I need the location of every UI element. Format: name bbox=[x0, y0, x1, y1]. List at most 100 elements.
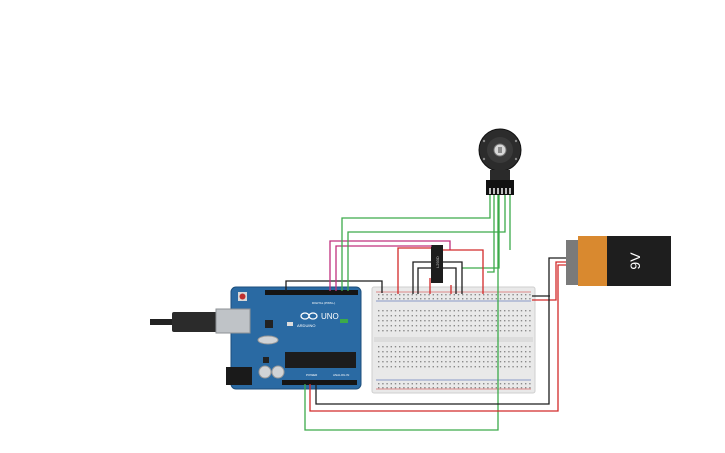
capacitor-1 bbox=[258, 365, 272, 379]
dc-motor[interactable] bbox=[478, 128, 522, 195]
breadboard-hole bbox=[453, 346, 455, 348]
breadboard-hole bbox=[525, 346, 527, 348]
breadboard-hole bbox=[428, 361, 430, 363]
breadboard-hole bbox=[516, 320, 518, 322]
breadboard-hole bbox=[495, 361, 497, 363]
breadboard-hole bbox=[516, 351, 518, 353]
breadboard-hole bbox=[525, 298, 527, 300]
breadboard-hole bbox=[512, 298, 514, 300]
breadboard-hole bbox=[520, 387, 523, 389]
breadboard-hole bbox=[474, 387, 476, 389]
breadboard-hole bbox=[508, 383, 510, 385]
battery-label: 9V bbox=[627, 252, 643, 270]
breadboard-hole bbox=[441, 351, 443, 353]
breadboard-hole bbox=[378, 310, 380, 312]
breadboard-hole bbox=[474, 310, 476, 312]
breadboard-hole bbox=[499, 361, 502, 363]
motor-driver-chip[interactable]: L293D bbox=[431, 245, 443, 283]
breadboard-hole bbox=[390, 310, 392, 312]
breadboard-hole bbox=[378, 320, 380, 322]
breadboard-hole bbox=[415, 315, 418, 317]
breadboard-hole bbox=[386, 330, 388, 332]
wires bbox=[285, 195, 566, 431]
usb-port bbox=[215, 308, 251, 334]
breadboard-hole bbox=[525, 310, 527, 312]
breadboard-hole bbox=[529, 320, 531, 322]
breadboard-hole bbox=[420, 325, 422, 327]
breadboard-hole bbox=[415, 346, 418, 348]
breadboard-hole bbox=[504, 361, 506, 363]
breadboard-hole bbox=[508, 294, 510, 296]
breadboard-hole bbox=[453, 366, 455, 368]
breadboard-hole bbox=[470, 366, 472, 368]
breadboard[interactable] bbox=[371, 286, 536, 394]
breadboard-hole bbox=[512, 315, 514, 317]
breadboard-hole bbox=[411, 315, 413, 317]
breadboard-hole bbox=[378, 325, 380, 327]
breadboard-hole bbox=[529, 366, 531, 368]
breadboard-hole bbox=[399, 330, 401, 332]
breadboard-hole bbox=[512, 383, 514, 385]
breadboard-hole bbox=[516, 346, 518, 348]
breadboard-hole bbox=[478, 351, 481, 353]
breadboard-hole bbox=[487, 315, 489, 317]
reset-button[interactable] bbox=[239, 293, 246, 300]
breadboard-hole bbox=[415, 361, 418, 363]
breadboard-hole bbox=[399, 325, 401, 327]
breadboard-hole bbox=[415, 351, 418, 353]
breadboard-hole bbox=[529, 383, 531, 385]
breadboard-hole bbox=[457, 330, 460, 332]
breadboard-hole bbox=[520, 330, 523, 332]
breadboard-hole bbox=[441, 310, 443, 312]
breadboard-hole bbox=[411, 356, 413, 358]
breadboard-hole bbox=[512, 346, 514, 348]
breadboard-hole bbox=[382, 330, 384, 332]
breadboard-hole bbox=[432, 387, 434, 389]
breadboard-hole bbox=[512, 310, 514, 312]
capacitor-2 bbox=[271, 365, 285, 379]
breadboard-hole bbox=[436, 361, 439, 363]
breadboard-hole bbox=[386, 294, 388, 296]
breadboard-hole bbox=[436, 346, 439, 348]
breadboard-hole bbox=[394, 383, 397, 385]
breadboard-hole bbox=[386, 346, 388, 348]
breadboard-hole bbox=[470, 310, 472, 312]
breadboard-hole bbox=[424, 330, 426, 332]
breadboard-hole bbox=[504, 298, 506, 300]
breadboard-hole bbox=[466, 310, 468, 312]
breadboard-hole bbox=[529, 356, 531, 358]
breadboard-hole bbox=[457, 325, 460, 327]
breadboard-hole bbox=[424, 310, 426, 312]
breadboard-hole bbox=[445, 387, 447, 389]
breadboard-hole bbox=[466, 356, 468, 358]
arduino-uno-board[interactable]: ARDUINO UNO DIGITAL (PWM~) POWER ANALOG … bbox=[150, 286, 362, 390]
arduino-logo bbox=[300, 312, 318, 320]
breadboard-hole bbox=[525, 383, 527, 385]
breadboard-hole bbox=[499, 320, 502, 322]
breadboard-hole bbox=[428, 325, 430, 327]
breadboard-hole bbox=[436, 366, 439, 368]
breadboard-hole bbox=[386, 387, 388, 389]
breadboard-hole bbox=[516, 310, 518, 312]
wire-red-battery bbox=[532, 261, 566, 301]
breadboard-hole bbox=[441, 366, 443, 368]
breadboard-hole bbox=[495, 294, 497, 296]
battery-9v[interactable]: 9V bbox=[566, 236, 671, 286]
breadboard-hole bbox=[508, 320, 510, 322]
breadboard-hole bbox=[474, 294, 476, 296]
breadboard-hole bbox=[386, 366, 388, 368]
breadboard-hole bbox=[520, 356, 523, 358]
breadboard-hole bbox=[403, 298, 405, 300]
breadboard-hole bbox=[495, 320, 497, 322]
breadboard-hole bbox=[432, 330, 434, 332]
breadboard-hole bbox=[491, 315, 493, 317]
breadboard-hole bbox=[462, 330, 464, 332]
breadboard-hole bbox=[378, 356, 380, 358]
breadboard-hole bbox=[474, 315, 476, 317]
breadboard-hole bbox=[407, 310, 409, 312]
digital-pins-label: DIGITAL (PWM~) bbox=[312, 301, 335, 305]
wire-green-1 bbox=[341, 195, 491, 291]
breadboard-hole bbox=[424, 298, 426, 300]
breadboard-hole bbox=[382, 310, 384, 312]
